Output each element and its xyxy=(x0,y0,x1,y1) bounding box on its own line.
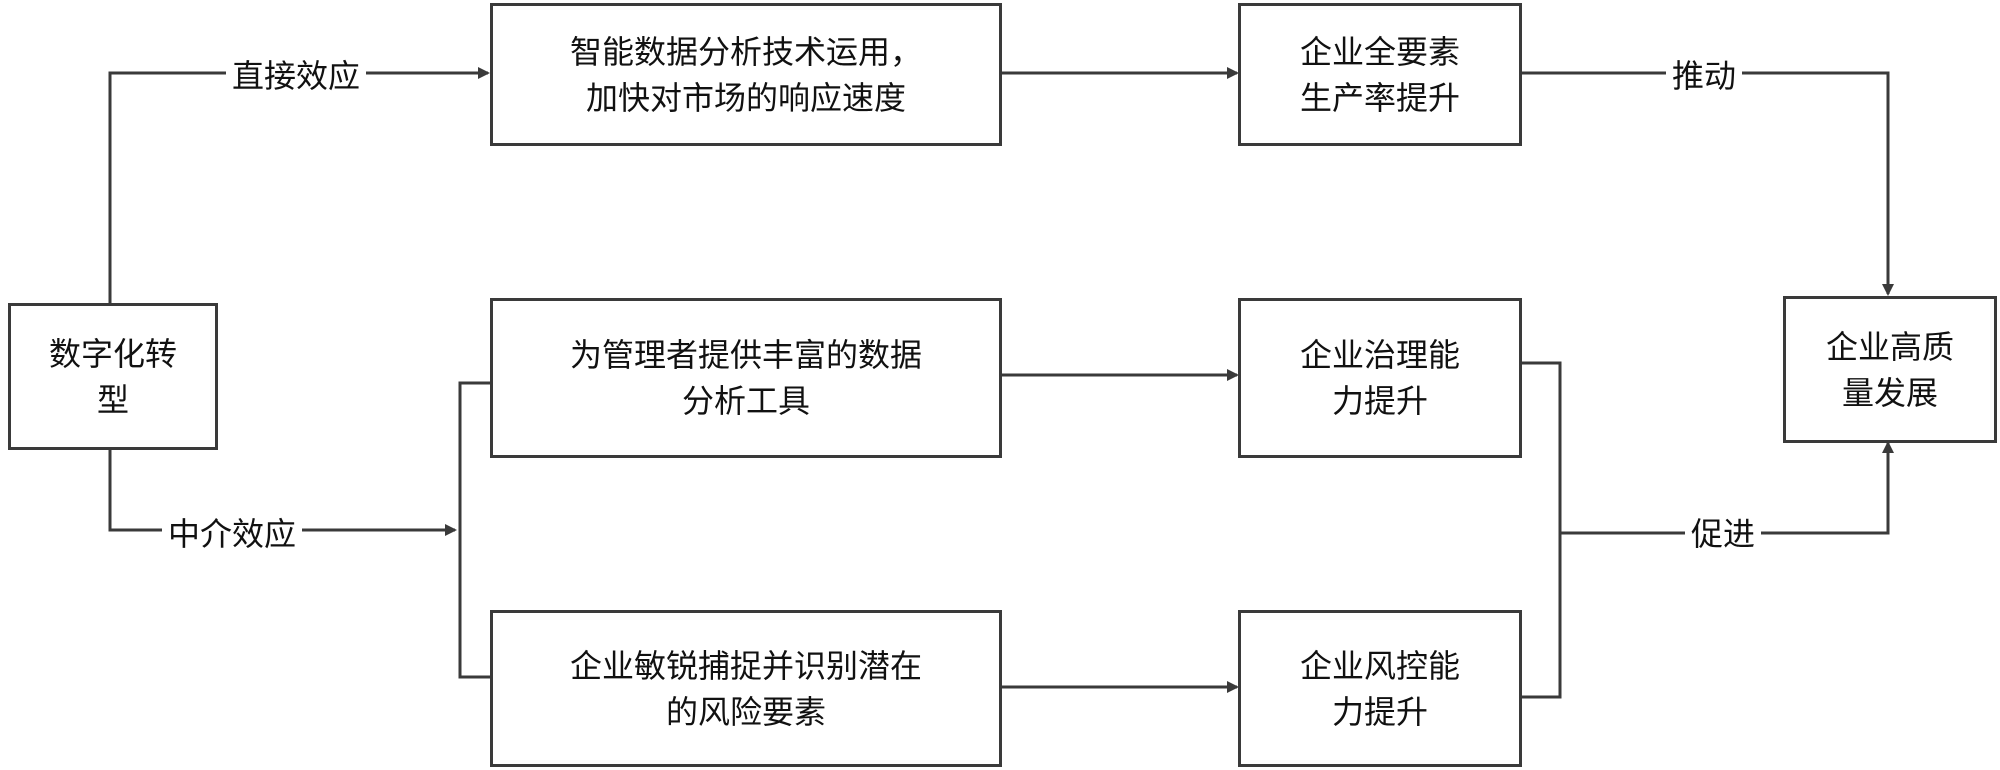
edge-label-promote: 促进 xyxy=(1685,514,1762,554)
node-smart-data-analysis: 智能数据分析技术运用，加快对市场的响应速度 xyxy=(490,3,1002,146)
node-tfp-improvement: 企业全要素生产率提升 xyxy=(1238,3,1522,146)
promote-bracket xyxy=(1520,361,1562,699)
drive-connector xyxy=(1520,71,1894,296)
mediating-effect-connector xyxy=(108,447,457,536)
node-digital-transformation: 数字化转型 xyxy=(8,303,218,450)
edge-label-mediating-effect: 中介效应 xyxy=(162,514,303,554)
node-risk-identification: 企业敏锐捕捉并识别潜在的风险要素 xyxy=(490,610,1002,767)
edge-label-direct-effect: 直接效应 xyxy=(226,56,367,96)
node-high-quality-development: 企业高质量发展 xyxy=(1783,296,1997,443)
direct-effect-connector xyxy=(108,67,490,303)
mediating-bracket xyxy=(458,381,490,679)
node-risk-control-improvement: 企业风控能力提升 xyxy=(1238,610,1522,767)
node-analysis-tools: 为管理者提供丰富的数据分析工具 xyxy=(490,298,1002,458)
edge-label-drive: 推动 xyxy=(1666,56,1743,96)
node-governance-improvement: 企业治理能力提升 xyxy=(1238,298,1522,458)
promote-connector xyxy=(1560,441,1894,535)
